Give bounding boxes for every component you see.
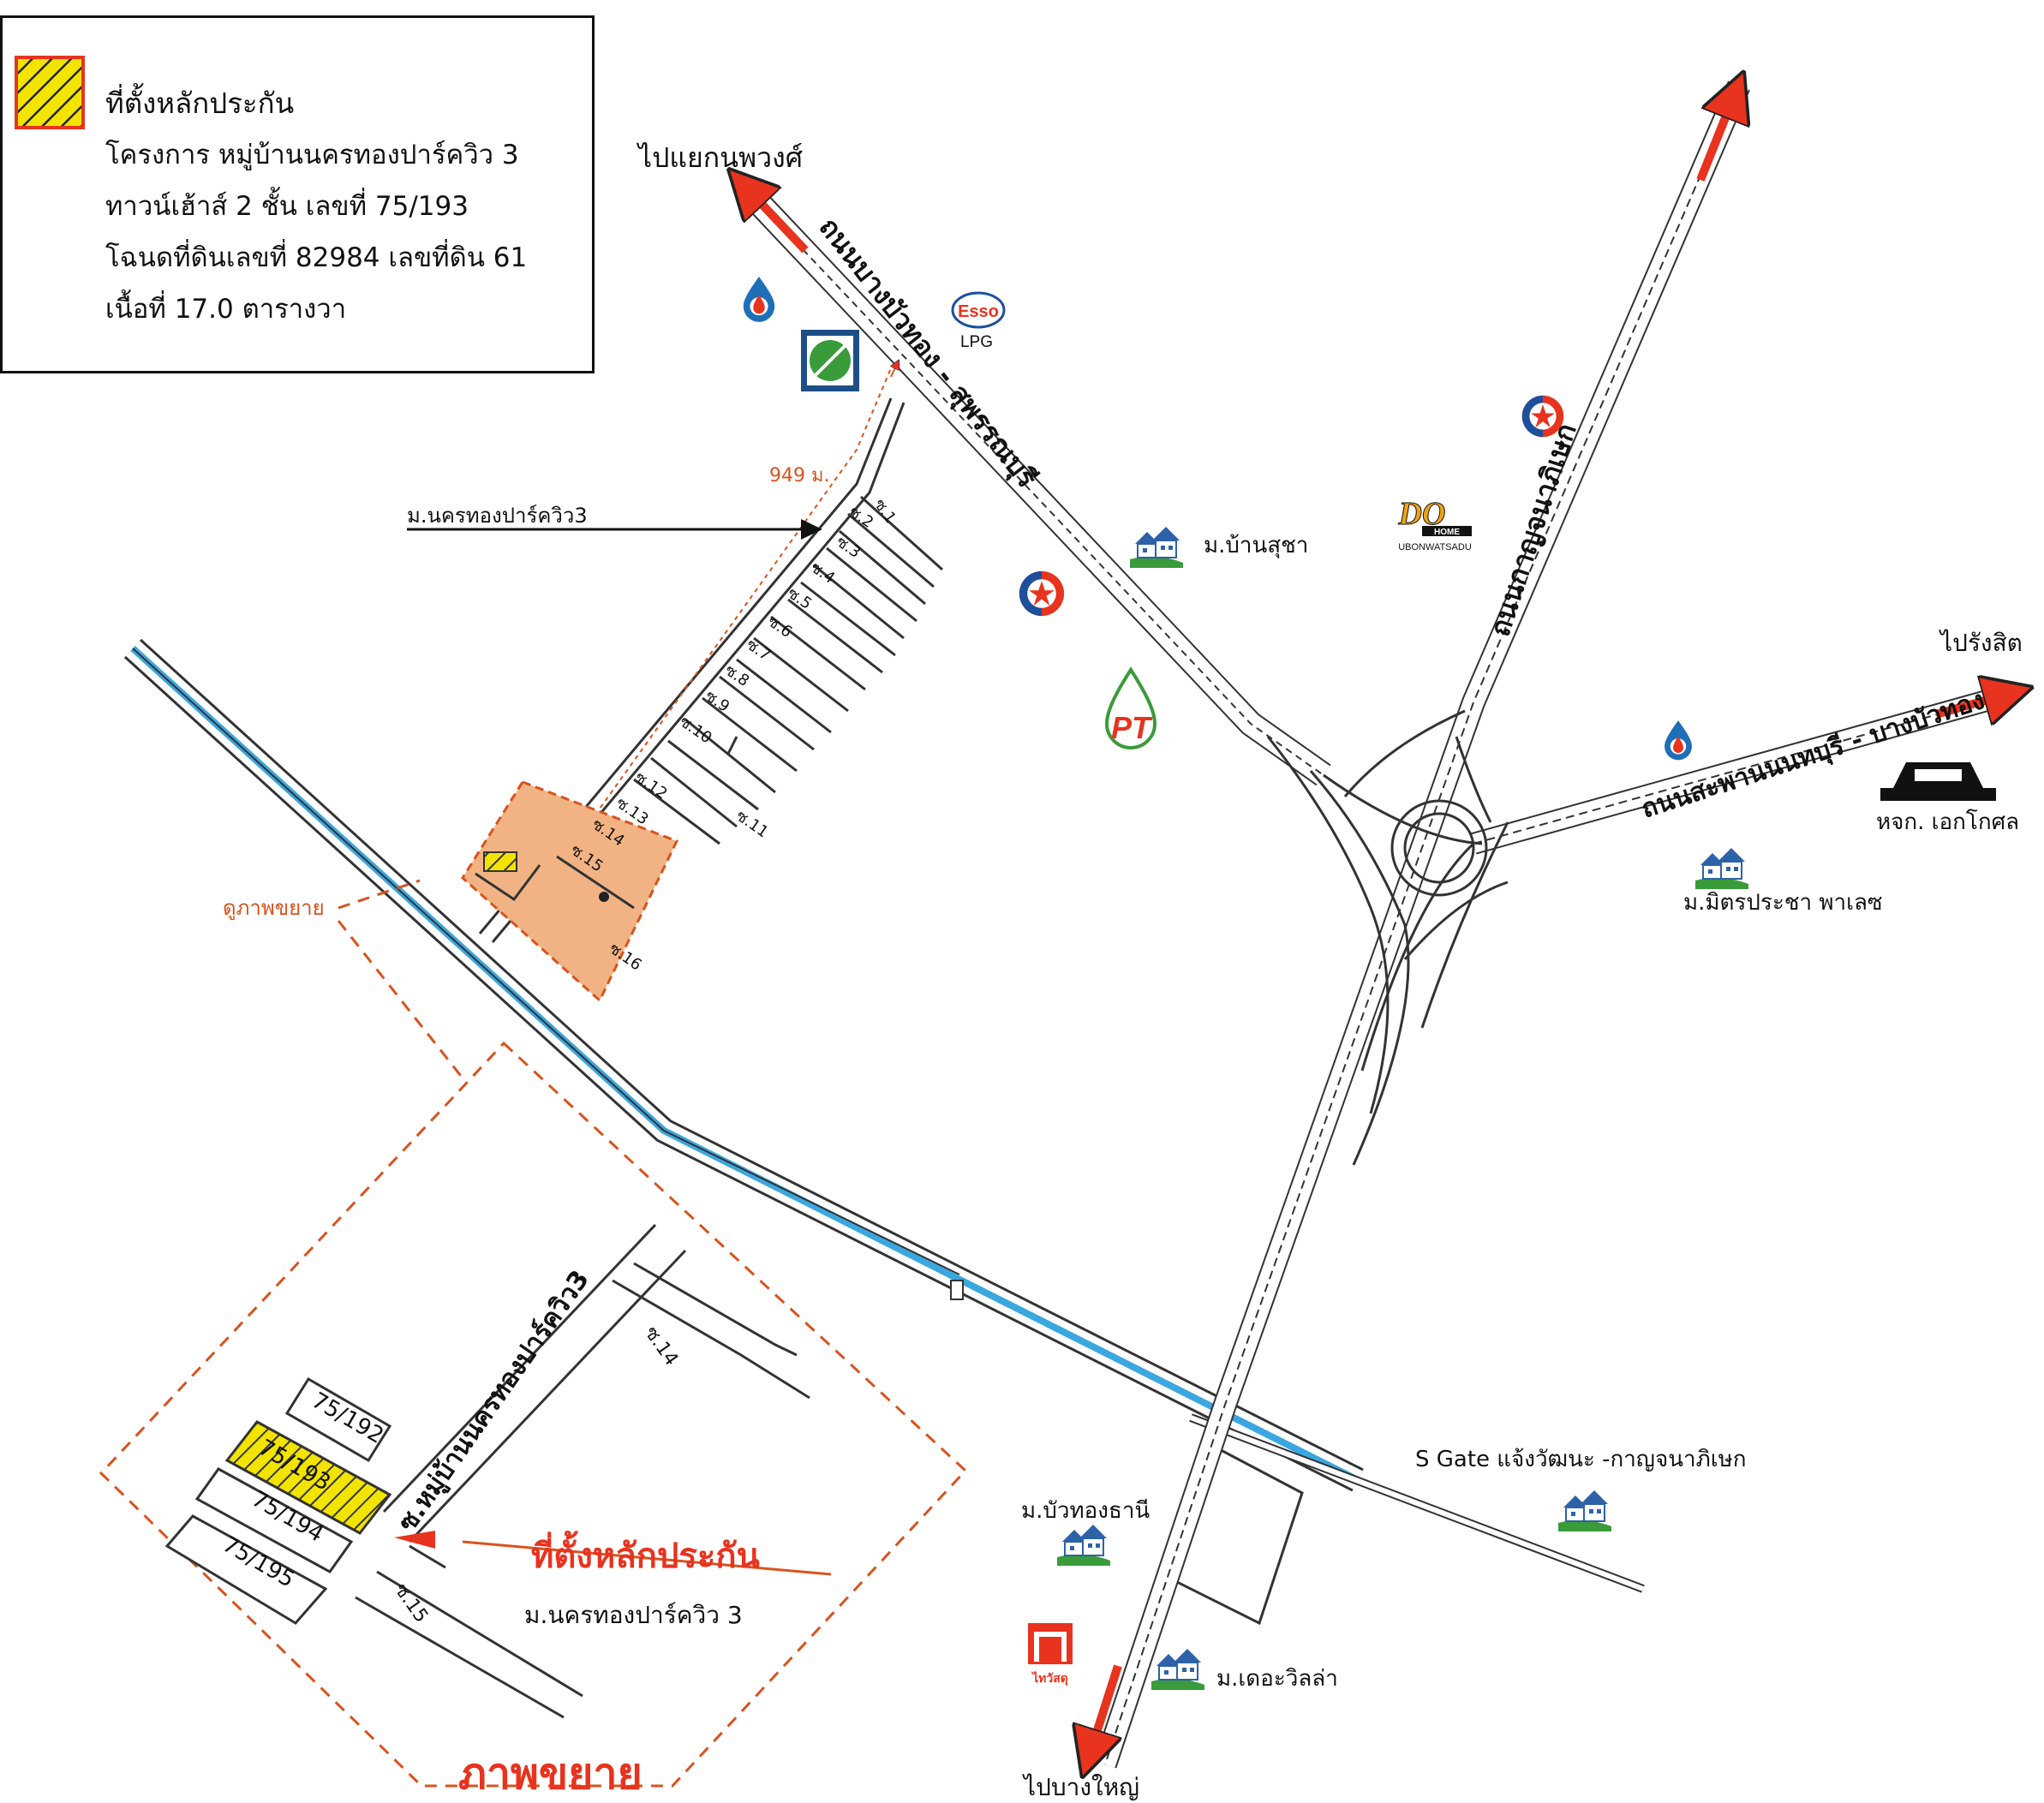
- dohome-icon: DO HOME UBONWATSADU: [1397, 496, 1472, 552]
- house-icon: [1694, 847, 1749, 890]
- dohome-sub: HOME: [1434, 528, 1460, 537]
- ptt-icon: [743, 277, 775, 322]
- route-dashed: [565, 367, 892, 857]
- arrow-to-rangsit: [1934, 694, 2009, 714]
- arrow-to-nopphawong: [745, 187, 809, 254]
- dir-rangsit: ไปรังสิต: [1939, 629, 2023, 657]
- village-main-label: ม.นครทองปาร์ควิว 3: [524, 1601, 743, 1629]
- enlarged-streets: [355, 1223, 810, 1719]
- enlarged-plots: [164, 1376, 392, 1625]
- bangchak-icon: [801, 330, 859, 391]
- dir-bangyai: ไปบางใหญ่: [1022, 1773, 1139, 1801]
- collateral-location-label: ที่ตั้งหลักประกัน: [531, 1531, 760, 1576]
- arrow-to-bangyai: [1090, 1664, 1122, 1754]
- thaiwatsadu-icon: ไทวัสดุ: [1026, 1623, 1074, 1687]
- village-grid: [478, 397, 944, 943]
- sgate-loop: [1164, 1442, 1304, 1626]
- esso-lpg: LPG: [960, 333, 993, 351]
- route-end-arrow: [891, 364, 897, 378]
- arrow-up-kanchanaphisek: [1696, 94, 1735, 182]
- landmark-ekkoson: หจก. เอกโกศล: [1876, 809, 2019, 835]
- house-icon: [1150, 1648, 1205, 1691]
- road-label-saphan-nonthaburi: ถนนสะพานนนทบุรี - บางบัวทอง: [1638, 685, 1989, 826]
- esso-label: Esso: [958, 302, 999, 321]
- soi-label: ซ.10: [676, 713, 715, 748]
- kanchanaphisek-road: [1093, 81, 1750, 1769]
- dir-nopphawong: ไปแยกนพวงศ์: [636, 141, 803, 174]
- soi-label: ซ.11: [732, 807, 772, 842]
- legend-line: โฉนดที่ดินเลขที่ 82984 เลขที่ดิน 61: [105, 242, 528, 273]
- collateral-pointer: [462, 1540, 832, 1576]
- enlarged-frame: [99, 1041, 968, 1788]
- legend-line: เนื้อที่ 17.0 ตารางวา: [105, 294, 347, 325]
- landmark-ban-sucha: ม.บ้านสุชา: [1204, 533, 1308, 558]
- zoom-connector: [337, 879, 469, 1084]
- soi-label: ซ.9: [702, 687, 732, 716]
- ptt-icon: [1664, 720, 1692, 761]
- landmark-buathong-thani: ม.บัวทองธานี: [1021, 1498, 1150, 1524]
- road-label-kanchanaphisek: ถนนกาญจนาภิเษก: [1483, 420, 1582, 641]
- collateral-pointer-head: [394, 1531, 435, 1549]
- zone-plot-small: [483, 851, 517, 872]
- dohome-sub2: UBONWATSADU: [1398, 542, 1472, 552]
- interchange: [1266, 709, 1509, 1166]
- legend-line: ทาวน์เฮ้าส์ 2 ชั้น เลขที่ 75/193: [105, 191, 469, 222]
- collateral-swatch-icon: [15, 56, 85, 129]
- soi-label: ซ.6: [764, 612, 795, 642]
- canal: [123, 638, 1364, 1492]
- thaiwatsadu-label: ไทวัสดุ: [1031, 1670, 1068, 1686]
- distance-label: 949 ม.: [769, 465, 829, 487]
- bangbuathong-suphan-road: [736, 179, 1331, 786]
- car-icon: [1880, 762, 1996, 801]
- pt-icon: PT: [1104, 666, 1157, 749]
- village-arrow-label: ม.นครทองปาร์ควิว3: [407, 504, 588, 528]
- esso-icon: Esso LPG: [951, 291, 1006, 351]
- legend-line: โครงการ หมู่บ้านนครทองปาร์ควิว 3: [105, 140, 519, 170]
- landmark-the-villa: ม.เดอะวิลล่า: [1216, 1666, 1338, 1692]
- canal-bridge: [950, 1280, 964, 1300]
- legend-title: ที่ตั้งหลักประกัน: [105, 87, 295, 120]
- legend: ที่ตั้งหลักประกัน โครงการ หมู่บ้านนครทอง…: [0, 15, 595, 373]
- zone-marker-dot: [599, 892, 609, 902]
- soi-main-label: ซ.หมู่บ้านนครทองปาร์ควิว3: [392, 1265, 596, 1537]
- landmark-sgate: S Gate แจ้งวัฒนะ -กาญจนาภิเษก: [1415, 1447, 1746, 1472]
- highlight-zone: [461, 780, 679, 1003]
- house-icon: [1129, 526, 1184, 569]
- saphan-nonthaburi-road: [1470, 687, 1999, 855]
- house-icon: [1557, 1490, 1612, 1532]
- landmark-mitrprachar: ม.มิตรประชา พาเลซ: [1683, 890, 1883, 916]
- soi-label: ซ.1: [870, 496, 899, 527]
- soi14-label: ซ.14: [640, 1322, 682, 1370]
- legend-text: ที่ตั้งหลักประกัน โครงการ หมู่บ้านนครทอง…: [105, 78, 527, 335]
- soi-label: ซ.12: [631, 768, 671, 803]
- enlarged-title: ภาพขยาย: [458, 1749, 642, 1799]
- village-arrow-head: [801, 519, 822, 540]
- caltex-icon: [1019, 570, 1065, 617]
- see-enlarged-label: ดูภาพขยาย: [223, 896, 325, 921]
- pt-label: PT: [1111, 710, 1153, 745]
- house-icon: [1056, 1524, 1111, 1567]
